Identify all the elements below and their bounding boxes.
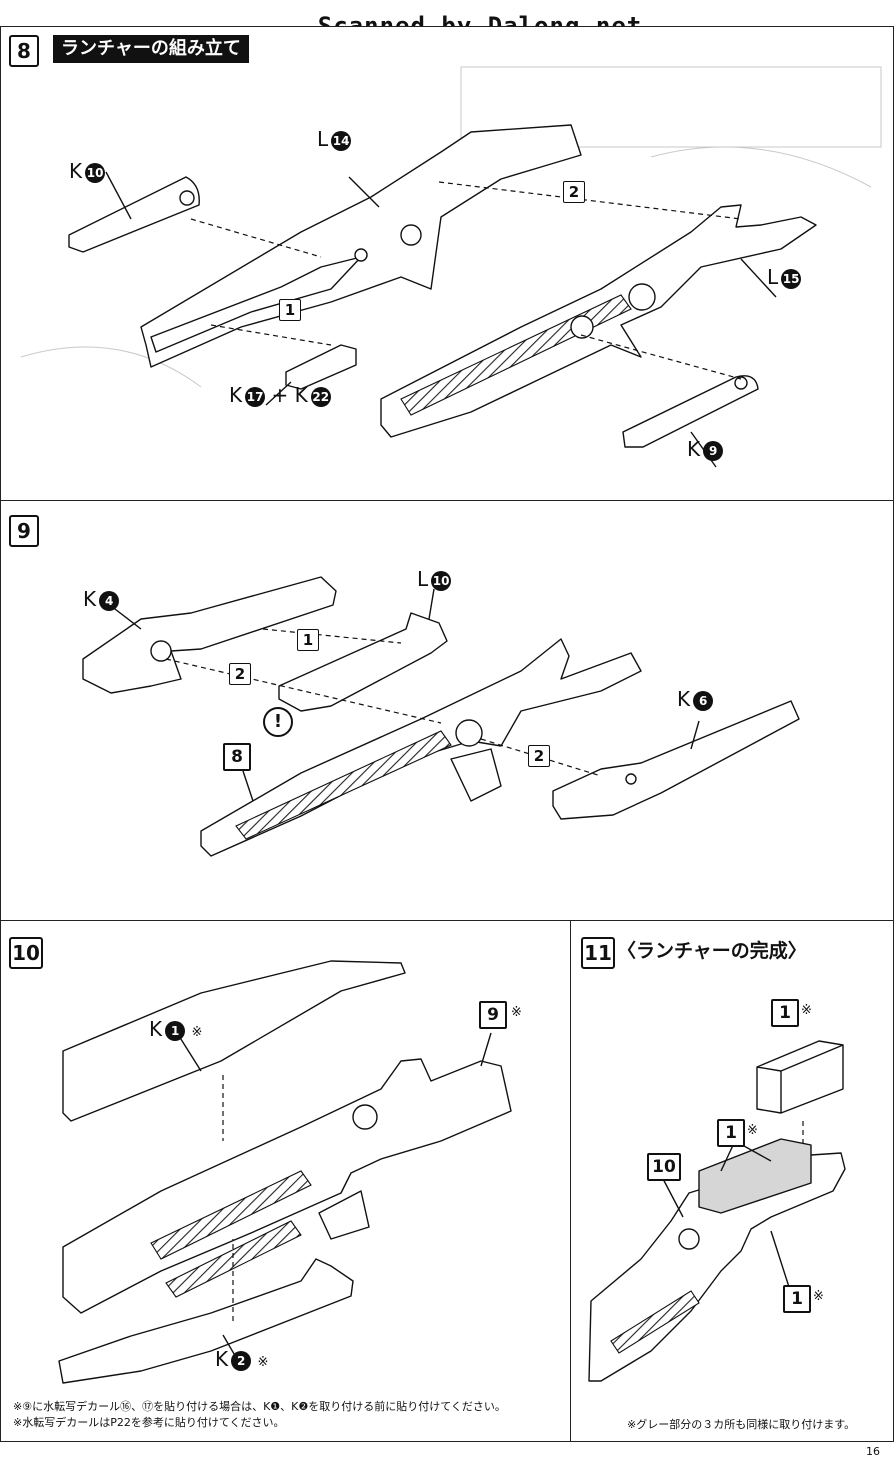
part-k6 [552, 700, 800, 820]
callout-part-1-middle: 1 [717, 1119, 745, 1147]
page-number: 16 [866, 1445, 880, 1458]
ref-step-8: 8 [223, 743, 251, 771]
step-11-diagram [588, 1040, 846, 1382]
step-9-number: 9 [9, 515, 39, 547]
note-mark: ※ [191, 1025, 203, 1040]
ref-step-9: 9 [479, 1001, 507, 1029]
assembly-order-2: 2 [229, 663, 251, 685]
part-letter: K [69, 159, 83, 183]
note-mark: ※ [257, 1355, 269, 1370]
part-k1 [62, 960, 406, 1122]
caution-icon: ! [263, 707, 293, 737]
part-letter: K [215, 1347, 229, 1371]
part-number-badge: 1 [165, 1020, 186, 1041]
callout-mark-top: ※ [801, 1003, 812, 1018]
part-k4 [82, 576, 337, 694]
part-letter: K [83, 587, 97, 611]
part-letter: K [677, 687, 691, 711]
decal-note-2: ※水転写デカールはP22を参考に貼り付けてください。 [13, 1416, 285, 1429]
part-letter: L [417, 567, 429, 591]
step-8-title: ランチャーの組み立て [53, 35, 249, 63]
part-number-badge: 22 [310, 386, 331, 407]
part-1-box [756, 1040, 844, 1114]
gray-area-note: ※グレー部分の３カ所も同様に取り付けます。 [627, 1418, 856, 1431]
callout-mark-middle: ※ [747, 1123, 758, 1138]
part-number-badge: 4 [99, 590, 120, 611]
callout-part-1-bottom: 1 [783, 1285, 811, 1313]
part-l10 [278, 612, 448, 712]
part-number-badge: 17 [245, 386, 266, 407]
part-number-badge: 15 [781, 268, 802, 289]
part-number-badge: 14 [331, 130, 352, 151]
part-k10 [68, 176, 200, 253]
assembly-order-1: 1 [279, 299, 301, 321]
part-k2 [58, 1258, 354, 1384]
part-letter: L [767, 265, 779, 289]
part-k17-k22 [285, 344, 357, 390]
callout-mark-bottom: ※ [813, 1289, 824, 1304]
step-11-panel: 11 〈ランチャーの完成〉 1 ※ 1 ※ 1 ※ 10 ※グレー部分の３カ所も… [570, 920, 894, 1442]
ref-step-9-mark: ※ [511, 1005, 522, 1020]
part-number-badge: 6 [693, 690, 714, 711]
ref-step-10: 10 [647, 1153, 681, 1181]
part-number-badge: 9 [703, 440, 724, 461]
part-number-badge: 10 [431, 570, 452, 591]
part-letter: K [149, 1017, 163, 1041]
step-8-panel: 8 ランチャーの組み立て [0, 26, 894, 502]
part-k9 [622, 375, 759, 448]
step-10-diagram [58, 960, 512, 1384]
step-8-number: 8 [9, 35, 39, 67]
gray-slot-area [698, 1138, 812, 1214]
callout-part-1-top: 1 [771, 999, 799, 1027]
assembly-order-2b: 2 [528, 745, 550, 767]
decal-note-1: ※⑨に水転写デカール⑯、⑰を貼り付ける場合は、K❶、K❷を取り付ける前に貼り付け… [13, 1400, 506, 1413]
step-9-diagram [82, 576, 800, 857]
step-10-number: 10 [9, 937, 43, 969]
part-letter: L [317, 127, 329, 151]
assembly-order-1: 1 [297, 629, 319, 651]
step-11-title: 〈ランチャーの完成〉 [617, 940, 807, 962]
part-number-badge: 2 [231, 1350, 252, 1371]
plus-sign: + [271, 383, 289, 407]
step-11-number: 11 [581, 937, 615, 969]
assembly-order-2: 2 [563, 181, 585, 203]
step-8-diagram [20, 66, 882, 468]
part-letter: K [229, 383, 243, 407]
part-number-badge: 10 [85, 162, 106, 183]
part-letter: K [687, 437, 701, 461]
part-letter: K [294, 383, 308, 407]
